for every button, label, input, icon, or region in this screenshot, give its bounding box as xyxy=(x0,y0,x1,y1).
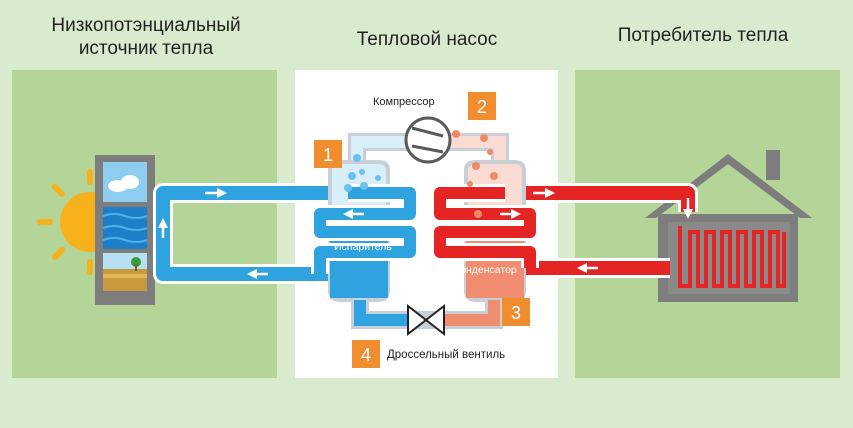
evaporator-label: Испаритель xyxy=(334,241,392,253)
heat-source-column xyxy=(95,155,155,305)
hot-bubbles xyxy=(452,130,498,218)
discharge-line xyxy=(448,136,506,168)
step-badge-4 xyxy=(352,340,380,368)
liquid-line-cold xyxy=(354,300,412,326)
evaporator-coil xyxy=(314,187,416,274)
expansion-valve-icon xyxy=(407,303,445,337)
expansion-valve-label: Дроссельный вентиль xyxy=(387,349,505,361)
liquid-line-hot xyxy=(440,300,500,326)
flow-arrows xyxy=(158,188,693,279)
step-badge-2 xyxy=(468,92,496,120)
condenser-label: Конденсатор xyxy=(454,264,517,276)
step-number-3: 3 xyxy=(511,303,521,323)
compressor-label: Компрессор xyxy=(373,96,435,108)
step-badge-1 xyxy=(314,140,342,168)
step-number-4: 4 xyxy=(361,345,371,365)
step-badges: 1 2 3 4 xyxy=(314,92,530,368)
step-number-1: 1 xyxy=(323,145,333,165)
condenser-coil xyxy=(434,187,536,268)
floor-heating-coil xyxy=(678,226,786,288)
consumer-heading: Потребитель тепла xyxy=(617,25,789,46)
cold-bubbles xyxy=(344,154,381,192)
compressor-icon xyxy=(404,116,452,164)
step-number-2: 2 xyxy=(477,97,487,117)
step-badge-3 xyxy=(502,298,530,326)
source-heading: Низкопотэнциальный источник тепла xyxy=(51,15,241,59)
heat-pump-heading: Тепловой насос xyxy=(356,29,498,50)
